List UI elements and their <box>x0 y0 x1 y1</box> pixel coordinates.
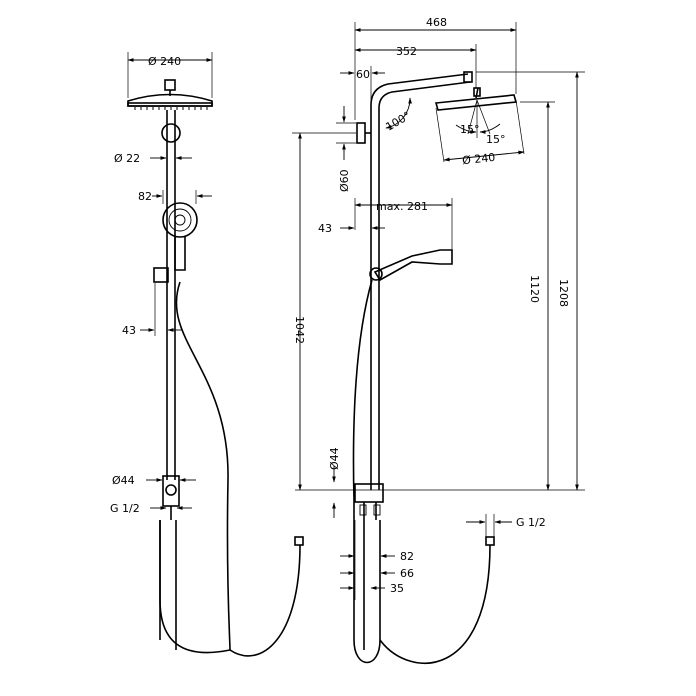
dim-wall-gap: 43 <box>318 222 332 235</box>
dim-mixer-diameter-side: Ø44 <box>328 447 341 470</box>
wall-bracket-side <box>356 122 366 144</box>
dim-bottom-35: 35 <box>390 582 404 595</box>
dim-tilt-right: 15° <box>486 133 506 146</box>
dim-mixer-diameter-front: Ø44 <box>112 474 135 487</box>
hand-shower-front <box>162 202 198 271</box>
dim-hand-shower-width: 82 <box>138 190 152 203</box>
dim-wall-offset: 60 <box>356 68 370 81</box>
dim-arm-center: 352 <box>396 45 417 58</box>
nozzle-row <box>134 107 208 110</box>
shower-hose-front <box>159 281 231 654</box>
dim-tilt-left: 15° <box>460 123 480 136</box>
dim-arm-angle: 100° <box>383 109 412 134</box>
overhead-shower-front <box>127 79 213 110</box>
side-view: 468 352 60 100° 15° 15° Ø 240 Ø60 <box>292 16 585 665</box>
hand-shower-side <box>369 249 453 282</box>
shower-arm-inner <box>378 81 471 140</box>
shower-hose-side <box>352 279 373 640</box>
dim-slider-offset-front: 43 <box>122 324 136 337</box>
dim-bottom-66: 66 <box>400 567 414 580</box>
dim-max-reach: max. 281 <box>376 200 428 213</box>
mixer-front <box>162 475 180 507</box>
dim-bracket-diameter: Ø60 <box>338 169 351 192</box>
front-view: Ø 240 Ø 22 82 43 Ø44 G 1/2 <box>110 52 304 657</box>
wall-bracket <box>161 123 181 143</box>
shower-arm-outer <box>370 73 469 140</box>
dim-outlet-height: 1120 <box>528 275 541 303</box>
dim-tube-diameter: Ø 22 <box>114 152 140 165</box>
overhead-shower-side <box>434 87 518 111</box>
dim-head-diameter-side: Ø 240 <box>462 151 496 167</box>
dim-head-diameter-front: Ø 240 <box>148 55 181 68</box>
dim-hose-thread: G 1/2 <box>516 516 546 529</box>
dim-thread-front: G 1/2 <box>110 502 140 515</box>
dim-total-height: 1208 <box>557 279 570 307</box>
mixer-side <box>354 483 384 503</box>
dim-bottom-82: 82 <box>400 550 414 563</box>
dim-arm-reach: 468 <box>426 16 447 29</box>
slider-front <box>153 267 169 283</box>
dim-bracket-height: 1042 <box>293 316 306 344</box>
